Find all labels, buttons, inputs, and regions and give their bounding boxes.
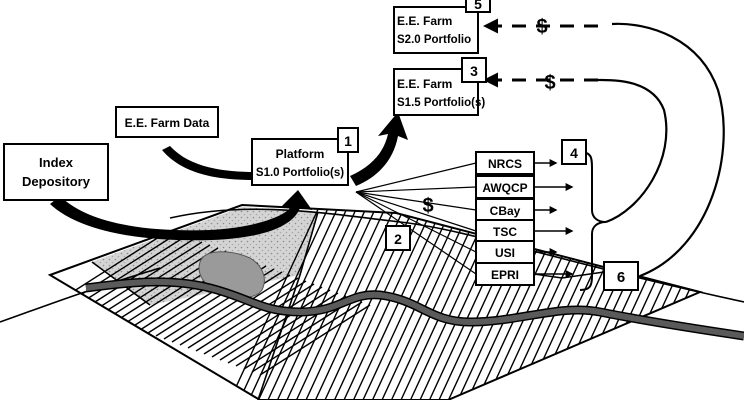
program-label-cbay: CBay <box>490 204 521 218</box>
program-tsc: TSC <box>475 219 535 243</box>
program-label-tsc: TSC <box>493 225 517 239</box>
program-boxes: NRCS AWQCP CBay TSC USI EPRI <box>475 151 535 286</box>
step-1-label: 1 <box>344 133 352 149</box>
arrow-index-to-platform <box>50 190 312 241</box>
index-depository-line-1: Index <box>39 155 74 170</box>
step-3-label: 3 <box>470 63 478 79</box>
program-epri: EPRI <box>475 262 535 286</box>
step-markers: 1 2 3 4 5 6 <box>337 0 639 291</box>
ee-farm-data-label: E.E. Farm Data <box>125 116 210 130</box>
link-platform-tsc <box>355 191 477 232</box>
step-4-label: 4 <box>570 145 578 161</box>
step-5: 5 <box>465 0 491 13</box>
loop-to-s15 <box>597 78 668 224</box>
program-label-epri: EPRI <box>491 268 519 282</box>
program-cbay: CBay <box>475 198 535 222</box>
step-2: 2 <box>385 225 411 251</box>
platform-line-2: S1.0 Portfolio(s) <box>256 167 344 179</box>
index-depository-line-2: Depository <box>22 174 91 189</box>
step-5-label: 5 <box>474 0 482 12</box>
road-left <box>0 267 161 323</box>
s15-line-2: S1.5 Portfolio(s) <box>397 97 485 109</box>
field-boundary-1 <box>257 211 319 400</box>
dollar-icon-funding: $ <box>422 195 433 217</box>
program-usi: USI <box>475 240 535 264</box>
dollar-icon-s15: $ <box>544 72 555 94</box>
index-depository-box: Index Depository <box>3 143 109 201</box>
link-platform-usi <box>355 191 477 253</box>
program-awqcp: AWQCP <box>475 175 535 199</box>
s15-portfolio-box: E.E. Farm S1.5 Portfolio(s) <box>393 68 485 116</box>
link-platform-epri <box>355 191 477 275</box>
s20-portfolio-box: E.E. Farm S2.0 Portfolio <box>393 6 479 54</box>
arrow-farm-data-to-platform <box>162 146 255 180</box>
step-4: 4 <box>561 139 587 165</box>
platform-line-1: Platform <box>276 147 325 161</box>
flow-arrows <box>50 18 725 291</box>
step-1: 1 <box>337 127 359 153</box>
program-label-awqcp: AWQCP <box>482 181 527 195</box>
program-label-nrcs: NRCS <box>488 157 522 171</box>
step-6-label: 6 <box>617 269 625 286</box>
s20-line-2: S2.0 Portfolio <box>397 34 471 46</box>
link-to-step-6 <box>533 271 605 279</box>
s20-line-1: E.E. Farm <box>397 14 452 28</box>
s15-line-1: E.E. Farm <box>397 77 452 91</box>
loop-to-s20 <box>611 22 725 278</box>
farm-landscape <box>0 203 744 400</box>
step-2-label: 2 <box>394 231 402 247</box>
program-label-usi: USI <box>495 246 515 260</box>
step-6: 6 <box>603 261 639 291</box>
step-3: 3 <box>461 57 487 83</box>
link-platform-cbay <box>355 191 477 211</box>
program-nrcs: NRCS <box>475 151 535 175</box>
platform-box: Platform S1.0 Portfolio(s) <box>251 138 349 186</box>
arrow-platform-to-s15 <box>350 112 408 186</box>
link-platform-awqcp <box>355 186 477 193</box>
ee-farm-data-box: E.E. Farm Data <box>115 106 219 138</box>
dollar-signs: $ $ $ <box>422 16 555 217</box>
link-platform-nrcs <box>355 162 477 193</box>
dollar-icon-s20: $ <box>536 16 547 38</box>
